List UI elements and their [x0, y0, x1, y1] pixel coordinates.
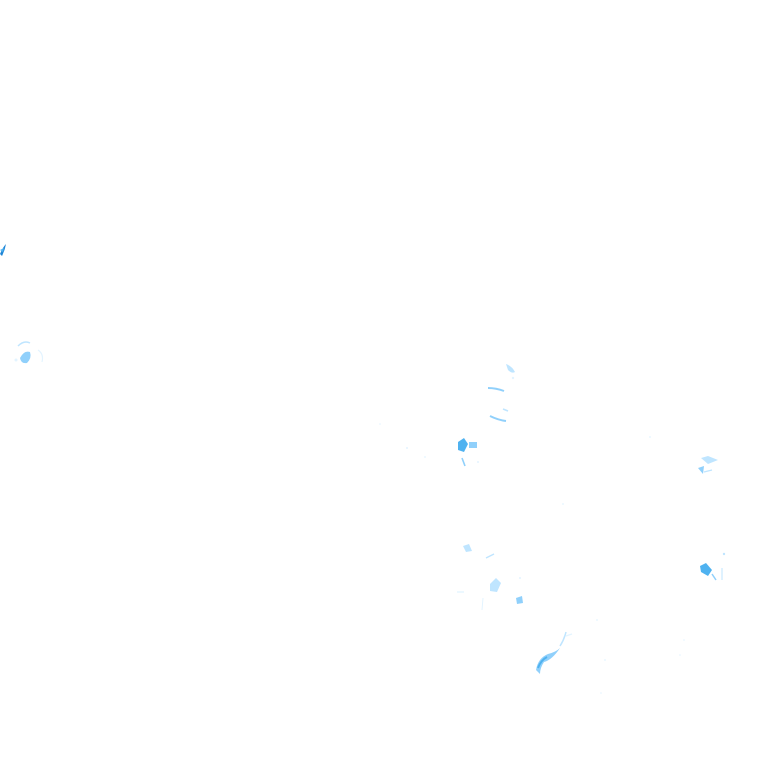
precip-blob — [600, 692, 602, 694]
precip-blob — [37, 349, 44, 363]
precip-blob — [0, 248, 4, 252]
precip-blob — [490, 578, 501, 592]
precip-blob — [565, 633, 573, 637]
precip-blob — [596, 619, 598, 621]
precip-cell-center — [379, 423, 479, 467]
precip-blob — [406, 447, 408, 449]
precip-blob — [20, 351, 31, 364]
precip-blob — [461, 457, 466, 467]
precip-blob — [698, 466, 704, 474]
precip-blob — [481, 597, 484, 611]
precip-cell-center-upper — [487, 364, 515, 422]
precip-blob — [700, 563, 712, 576]
precip-cell-right-lower — [700, 552, 726, 581]
precip-blob — [463, 544, 472, 552]
precip-blob — [477, 461, 479, 463]
precip-cell-left-edge — [0, 244, 6, 256]
precip-blob — [487, 387, 505, 392]
precip-blob — [485, 553, 495, 559]
precip-blob — [506, 364, 515, 373]
precip-blob — [14, 358, 18, 362]
precip-blob — [562, 503, 564, 505]
precip-blob — [722, 552, 726, 556]
precip-blob — [519, 577, 521, 579]
precip-blob — [489, 415, 507, 422]
precip-blob — [649, 436, 651, 438]
precip-blob — [379, 423, 381, 425]
precip-blob — [711, 573, 717, 581]
precip-blob — [424, 456, 426, 458]
precip-blob — [536, 648, 560, 674]
precip-blob — [559, 631, 567, 647]
precip-blob — [511, 376, 515, 380]
precip-blob — [604, 659, 606, 661]
precip-blob — [458, 438, 468, 452]
precip-blob — [701, 456, 718, 464]
precip-blob — [17, 341, 31, 347]
precip-cell-left — [14, 341, 44, 364]
precip-blob — [679, 654, 681, 656]
precip-blob — [516, 596, 523, 604]
precip-cell-bottom-arc — [536, 619, 685, 694]
precip-cell-lower-center — [457, 503, 564, 611]
precip-blob — [469, 442, 477, 448]
precip-blob — [703, 469, 713, 473]
precip-cell-right-upper — [649, 436, 718, 474]
precip-blob — [683, 639, 685, 641]
precip-blob — [502, 408, 509, 412]
precip-blob — [537, 656, 548, 669]
